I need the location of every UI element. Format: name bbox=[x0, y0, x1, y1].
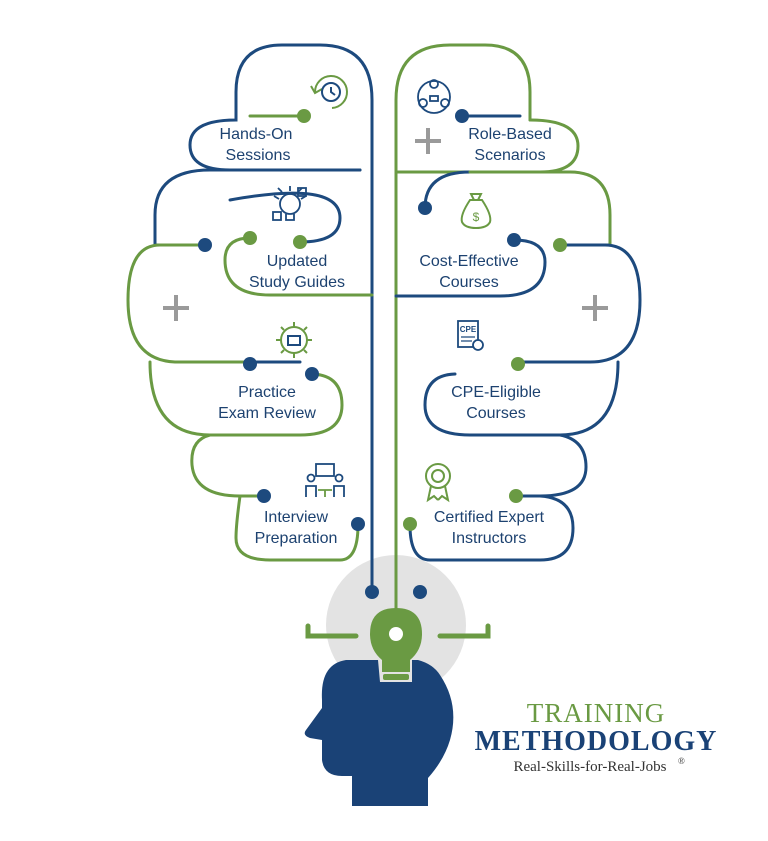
gear-fist-icon bbox=[276, 322, 312, 358]
dot bbox=[511, 357, 525, 371]
right-hemisphere bbox=[394, 43, 642, 612]
plus-icon bbox=[582, 295, 608, 321]
branch-label: CPE-Eligible bbox=[451, 384, 541, 401]
award-ribbon-icon bbox=[425, 463, 451, 503]
svg-text:CPE: CPE bbox=[460, 325, 477, 334]
dot bbox=[553, 238, 567, 252]
trademark-mark: ® bbox=[678, 756, 685, 766]
branch-label: Instructors bbox=[452, 530, 527, 547]
lightbulb-icon bbox=[305, 608, 491, 680]
branch-label: Cost-Effective bbox=[419, 253, 518, 270]
dot bbox=[198, 238, 212, 252]
dot bbox=[403, 517, 417, 531]
branch-label: Preparation bbox=[255, 530, 338, 547]
branch-label: Study Guides bbox=[249, 274, 345, 291]
money-bag-icon: $ bbox=[460, 193, 492, 230]
branch-label: Practice bbox=[238, 384, 296, 401]
branch-label: Updated bbox=[267, 253, 328, 270]
branch-label: Courses bbox=[466, 405, 526, 422]
dot bbox=[243, 357, 257, 371]
right-labels: Role-Based Scenarios Cost-Effective Cour… bbox=[419, 126, 551, 547]
dot bbox=[297, 109, 311, 123]
branch-label: Exam Review bbox=[218, 405, 316, 422]
cpe-certificate-icon: CPE bbox=[457, 320, 484, 351]
branch-label: Sessions bbox=[226, 147, 291, 164]
brand-tagline: Real-Skills-for-Real-Jobs bbox=[513, 759, 666, 775]
branch-label: Courses bbox=[439, 274, 499, 291]
dot bbox=[365, 585, 379, 599]
dot bbox=[351, 517, 365, 531]
lightbulb-puzzle-icon bbox=[272, 186, 307, 221]
branch-label: Hands-On bbox=[220, 126, 293, 143]
connector-dots bbox=[198, 109, 567, 599]
brand-logo: TRAINING METHODOLOGY Real-Skills-for-Rea… bbox=[475, 698, 718, 775]
dot bbox=[257, 489, 271, 503]
brand-line-1: TRAINING bbox=[527, 698, 665, 728]
svg-text:$: $ bbox=[473, 210, 480, 224]
branch-label: Role-Based bbox=[468, 126, 552, 143]
head-silhouette bbox=[304, 660, 454, 806]
branch-label: Interview bbox=[264, 509, 328, 526]
people-meeting-icon bbox=[305, 463, 345, 497]
dot bbox=[509, 489, 523, 503]
dot bbox=[243, 231, 257, 245]
dot bbox=[413, 585, 427, 599]
left-labels: Hands-On Sessions Updated Study Guides P… bbox=[218, 126, 345, 547]
plus-icon bbox=[415, 128, 441, 154]
dot bbox=[507, 233, 521, 247]
plus-icon bbox=[163, 295, 189, 321]
branch-label: Certified Expert bbox=[434, 509, 545, 526]
dot bbox=[418, 201, 432, 215]
left-hemisphere bbox=[126, 43, 374, 592]
roles-network-icon bbox=[417, 79, 451, 114]
brand-line-2: METHODOLOGY bbox=[475, 726, 718, 757]
dot bbox=[293, 235, 307, 249]
dot bbox=[305, 367, 319, 381]
dot bbox=[455, 109, 469, 123]
clock-refresh-icon bbox=[310, 75, 348, 109]
branch-label: Scenarios bbox=[474, 147, 545, 164]
